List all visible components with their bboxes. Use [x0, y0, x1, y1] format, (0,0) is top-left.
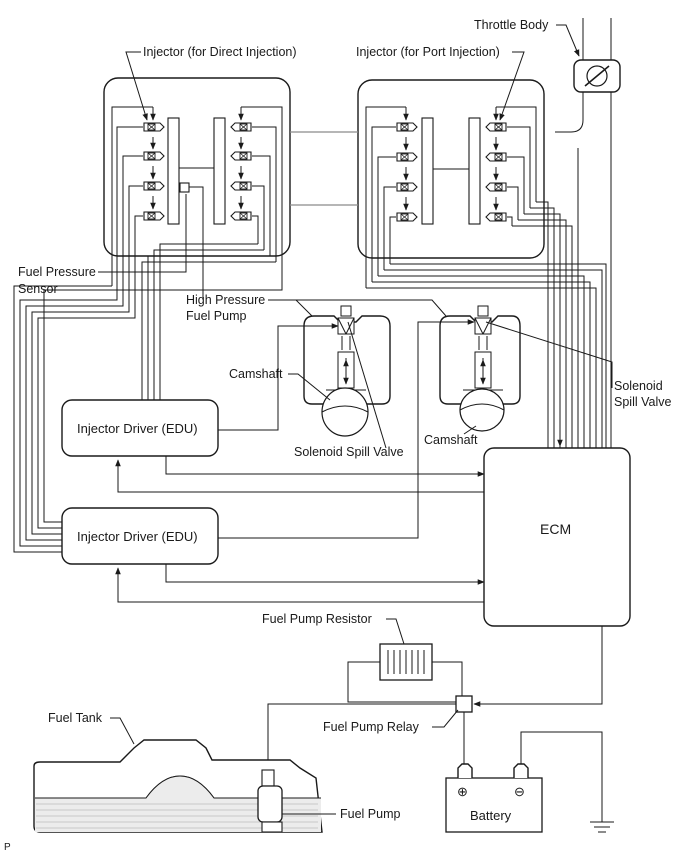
injector-icon	[485, 182, 507, 192]
injector-icon	[143, 151, 165, 161]
injector-icon	[485, 152, 507, 162]
fuel-pressure-sensor-label-1: Fuel Pressure	[18, 265, 96, 279]
injector-icon	[143, 181, 165, 191]
injector-icon	[143, 211, 165, 221]
injector-icon	[230, 181, 252, 191]
injector-icon	[396, 122, 418, 132]
injector-driver-bottom	[61, 507, 219, 565]
fuel-pump-relay-label: Fuel Pump Relay	[323, 720, 420, 734]
injector-driver-bottom-label: Injector Driver (EDU)	[77, 529, 198, 544]
high-pressure-pump-label-2: Fuel Pump	[186, 309, 246, 323]
injector-icon	[230, 151, 252, 161]
direct-injection-head	[103, 77, 291, 300]
battery: ⊕ ⊖ Battery	[445, 763, 543, 833]
fuel-pump	[257, 769, 283, 833]
battery-minus-icon: ⊖	[514, 784, 525, 799]
fuel-pump-resistor	[379, 643, 433, 681]
edu-harness-left	[13, 243, 283, 553]
injector-icon	[485, 122, 507, 132]
injector-icon	[485, 212, 507, 222]
throttle-body-label: Throttle Body	[474, 18, 549, 32]
fuel-pump-resistor-label: Fuel Pump Resistor	[262, 612, 372, 626]
battery-label: Battery	[470, 808, 512, 823]
ecm-box	[483, 447, 631, 627]
injector-icon	[396, 152, 418, 162]
injector-icon	[143, 122, 165, 132]
camshaft-right-label: Camshaft	[424, 433, 478, 447]
injector-icon	[230, 122, 252, 132]
ground-icon	[590, 821, 614, 833]
fuel-tank-label: Fuel Tank	[48, 711, 103, 725]
solenoid-spill-valve-left-label: Solenoid Spill Valve	[294, 445, 404, 459]
injector-direct-label: Injector (for Direct Injection)	[143, 45, 297, 59]
injector-icon	[230, 211, 252, 221]
fuel-tank	[33, 739, 323, 833]
fuel-pump-relay	[455, 695, 473, 713]
ecm-label: ECM	[540, 521, 571, 537]
injector-port-label: Injector (for Port Injection)	[356, 45, 500, 59]
solenoid-spill-valve-right-label-1: Solenoid	[614, 379, 663, 393]
injector-driver-top	[61, 399, 219, 457]
battery-plus-icon: ⊕	[457, 784, 468, 799]
high-pressure-pump-label-1: High Pressure	[186, 293, 265, 307]
throttle-body	[555, 18, 621, 148]
high-pressure-fuel-pump-right	[439, 305, 521, 432]
fuel-pump-label: Fuel Pump	[340, 807, 400, 821]
fuel-pressure-sensor-label-2: Sensor	[18, 282, 58, 296]
injector-icon	[396, 182, 418, 192]
camshaft-left-label: Camshaft	[229, 367, 283, 381]
solenoid-spill-valve-right-label-2: Spill Valve	[614, 395, 671, 409]
corner-mark: P	[4, 842, 11, 853]
port-injection-head	[357, 79, 545, 288]
injector-driver-top-label: Injector Driver (EDU)	[77, 421, 198, 436]
ecm-harness-right	[366, 148, 612, 448]
injector-icon	[396, 212, 418, 222]
